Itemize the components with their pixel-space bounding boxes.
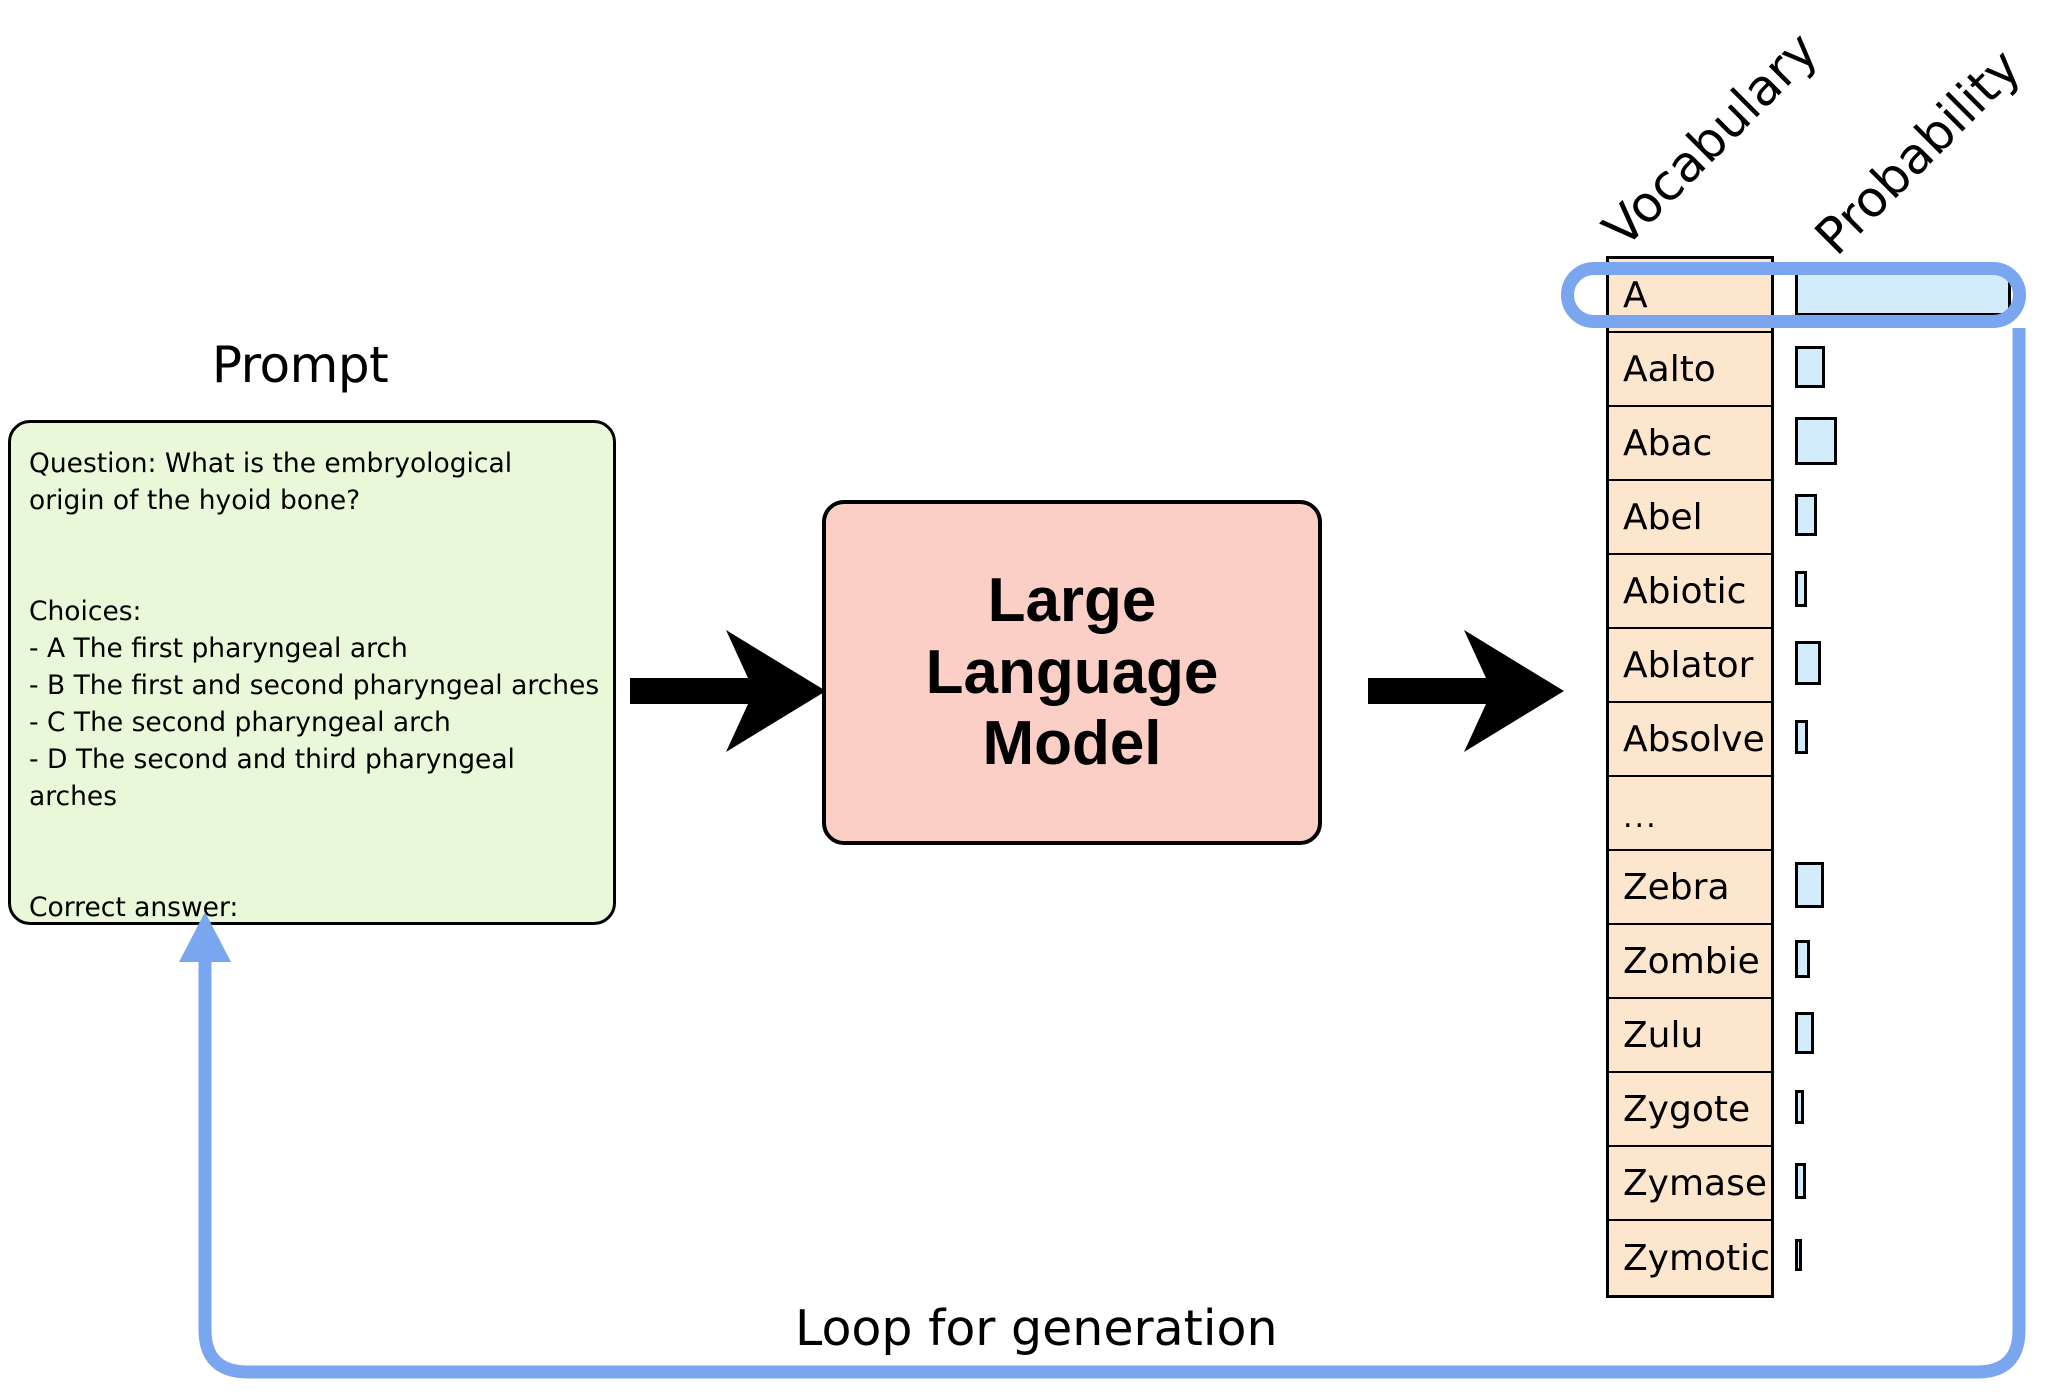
vocabulary-token: Absolve	[1623, 718, 1765, 760]
vocabulary-token: A	[1623, 274, 1648, 316]
probability-row	[1795, 404, 2055, 478]
probability-bar	[1795, 494, 1817, 536]
probability-row	[1795, 626, 2055, 700]
vocabulary-token: Zymotic	[1623, 1237, 1770, 1279]
vocabulary-row[interactable]: Zulu	[1609, 999, 1771, 1073]
prompt-title: Prompt	[211, 336, 389, 394]
vocabulary-token: Zymase	[1623, 1162, 1767, 1204]
probability-row	[1795, 1144, 2055, 1218]
probability-row	[1795, 700, 2055, 774]
vocabulary-row[interactable]: Abiotic	[1609, 555, 1771, 629]
probability-bar	[1795, 417, 1837, 465]
selected-token-highlight	[1561, 262, 2026, 328]
probability-row	[1795, 552, 2055, 626]
prompt-text: Question: What is the embryological orig…	[29, 448, 600, 923]
arrow-model-to-output	[1368, 630, 1564, 752]
loop-caption: Loop for generation	[795, 1300, 1278, 1357]
vocabulary-token: Ablator	[1623, 644, 1754, 686]
probability-bar	[1795, 571, 1807, 607]
probability-bar	[1795, 1163, 1806, 1199]
probability-row	[1795, 1218, 2055, 1292]
vocabulary-token: ...	[1623, 800, 1658, 835]
vocabulary-row[interactable]: Aalto	[1609, 333, 1771, 407]
probability-bar	[1795, 720, 1808, 754]
vocabulary-row[interactable]: Abel	[1609, 481, 1771, 555]
probability-row	[1795, 774, 2055, 848]
probability-bar	[1795, 1090, 1804, 1124]
probability-row	[1795, 922, 2055, 996]
vocabulary-row[interactable]: Absolve	[1609, 703, 1771, 777]
large-language-model-box: Large Language Model	[822, 500, 1322, 845]
vocabulary-token: Zygote	[1623, 1088, 1751, 1130]
probability-row	[1795, 478, 2055, 552]
vocabulary-row[interactable]: Ablator	[1609, 629, 1771, 703]
vocabulary-row[interactable]: Zygote	[1609, 1073, 1771, 1147]
vocabulary-token: Zebra	[1623, 866, 1730, 908]
probability-row	[1795, 848, 2055, 922]
vocabulary-row[interactable]: Abac	[1609, 407, 1771, 481]
vocabulary-row[interactable]: ...	[1609, 777, 1771, 851]
vocabulary-token: Zombie	[1623, 940, 1760, 982]
arrow-prompt-to-model	[630, 630, 826, 752]
vocabulary-row[interactable]: Zymotic	[1609, 1221, 1771, 1295]
vocabulary-row[interactable]: Zymase	[1609, 1147, 1771, 1221]
probability-row	[1795, 1070, 2055, 1144]
probability-column-header: Probability	[1803, 38, 2032, 267]
probability-bar-column	[1795, 256, 2055, 1292]
model-label: Large Language Model	[925, 565, 1219, 779]
vocabulary-token: Abel	[1623, 496, 1703, 538]
probability-bar	[1795, 862, 1824, 908]
vocabulary-row[interactable]: Zebra	[1609, 851, 1771, 925]
vocabulary-token: Aalto	[1623, 348, 1716, 390]
probability-bar	[1795, 940, 1810, 978]
probability-bar	[1795, 1239, 1802, 1271]
probability-bar	[1795, 641, 1821, 685]
prompt-box: Question: What is the embryological orig…	[8, 420, 616, 925]
probability-bar	[1795, 1012, 1814, 1054]
vocabulary-token: Zulu	[1623, 1014, 1704, 1056]
vocabulary-row[interactable]: Zombie	[1609, 925, 1771, 999]
probability-row	[1795, 330, 2055, 404]
probability-row	[1795, 996, 2055, 1070]
vocabulary-column-header: Vocabulary	[1591, 21, 1829, 258]
probability-bar	[1795, 346, 1825, 388]
vocabulary-token: Abiotic	[1623, 570, 1747, 612]
vocabulary-token: Abac	[1623, 422, 1713, 464]
